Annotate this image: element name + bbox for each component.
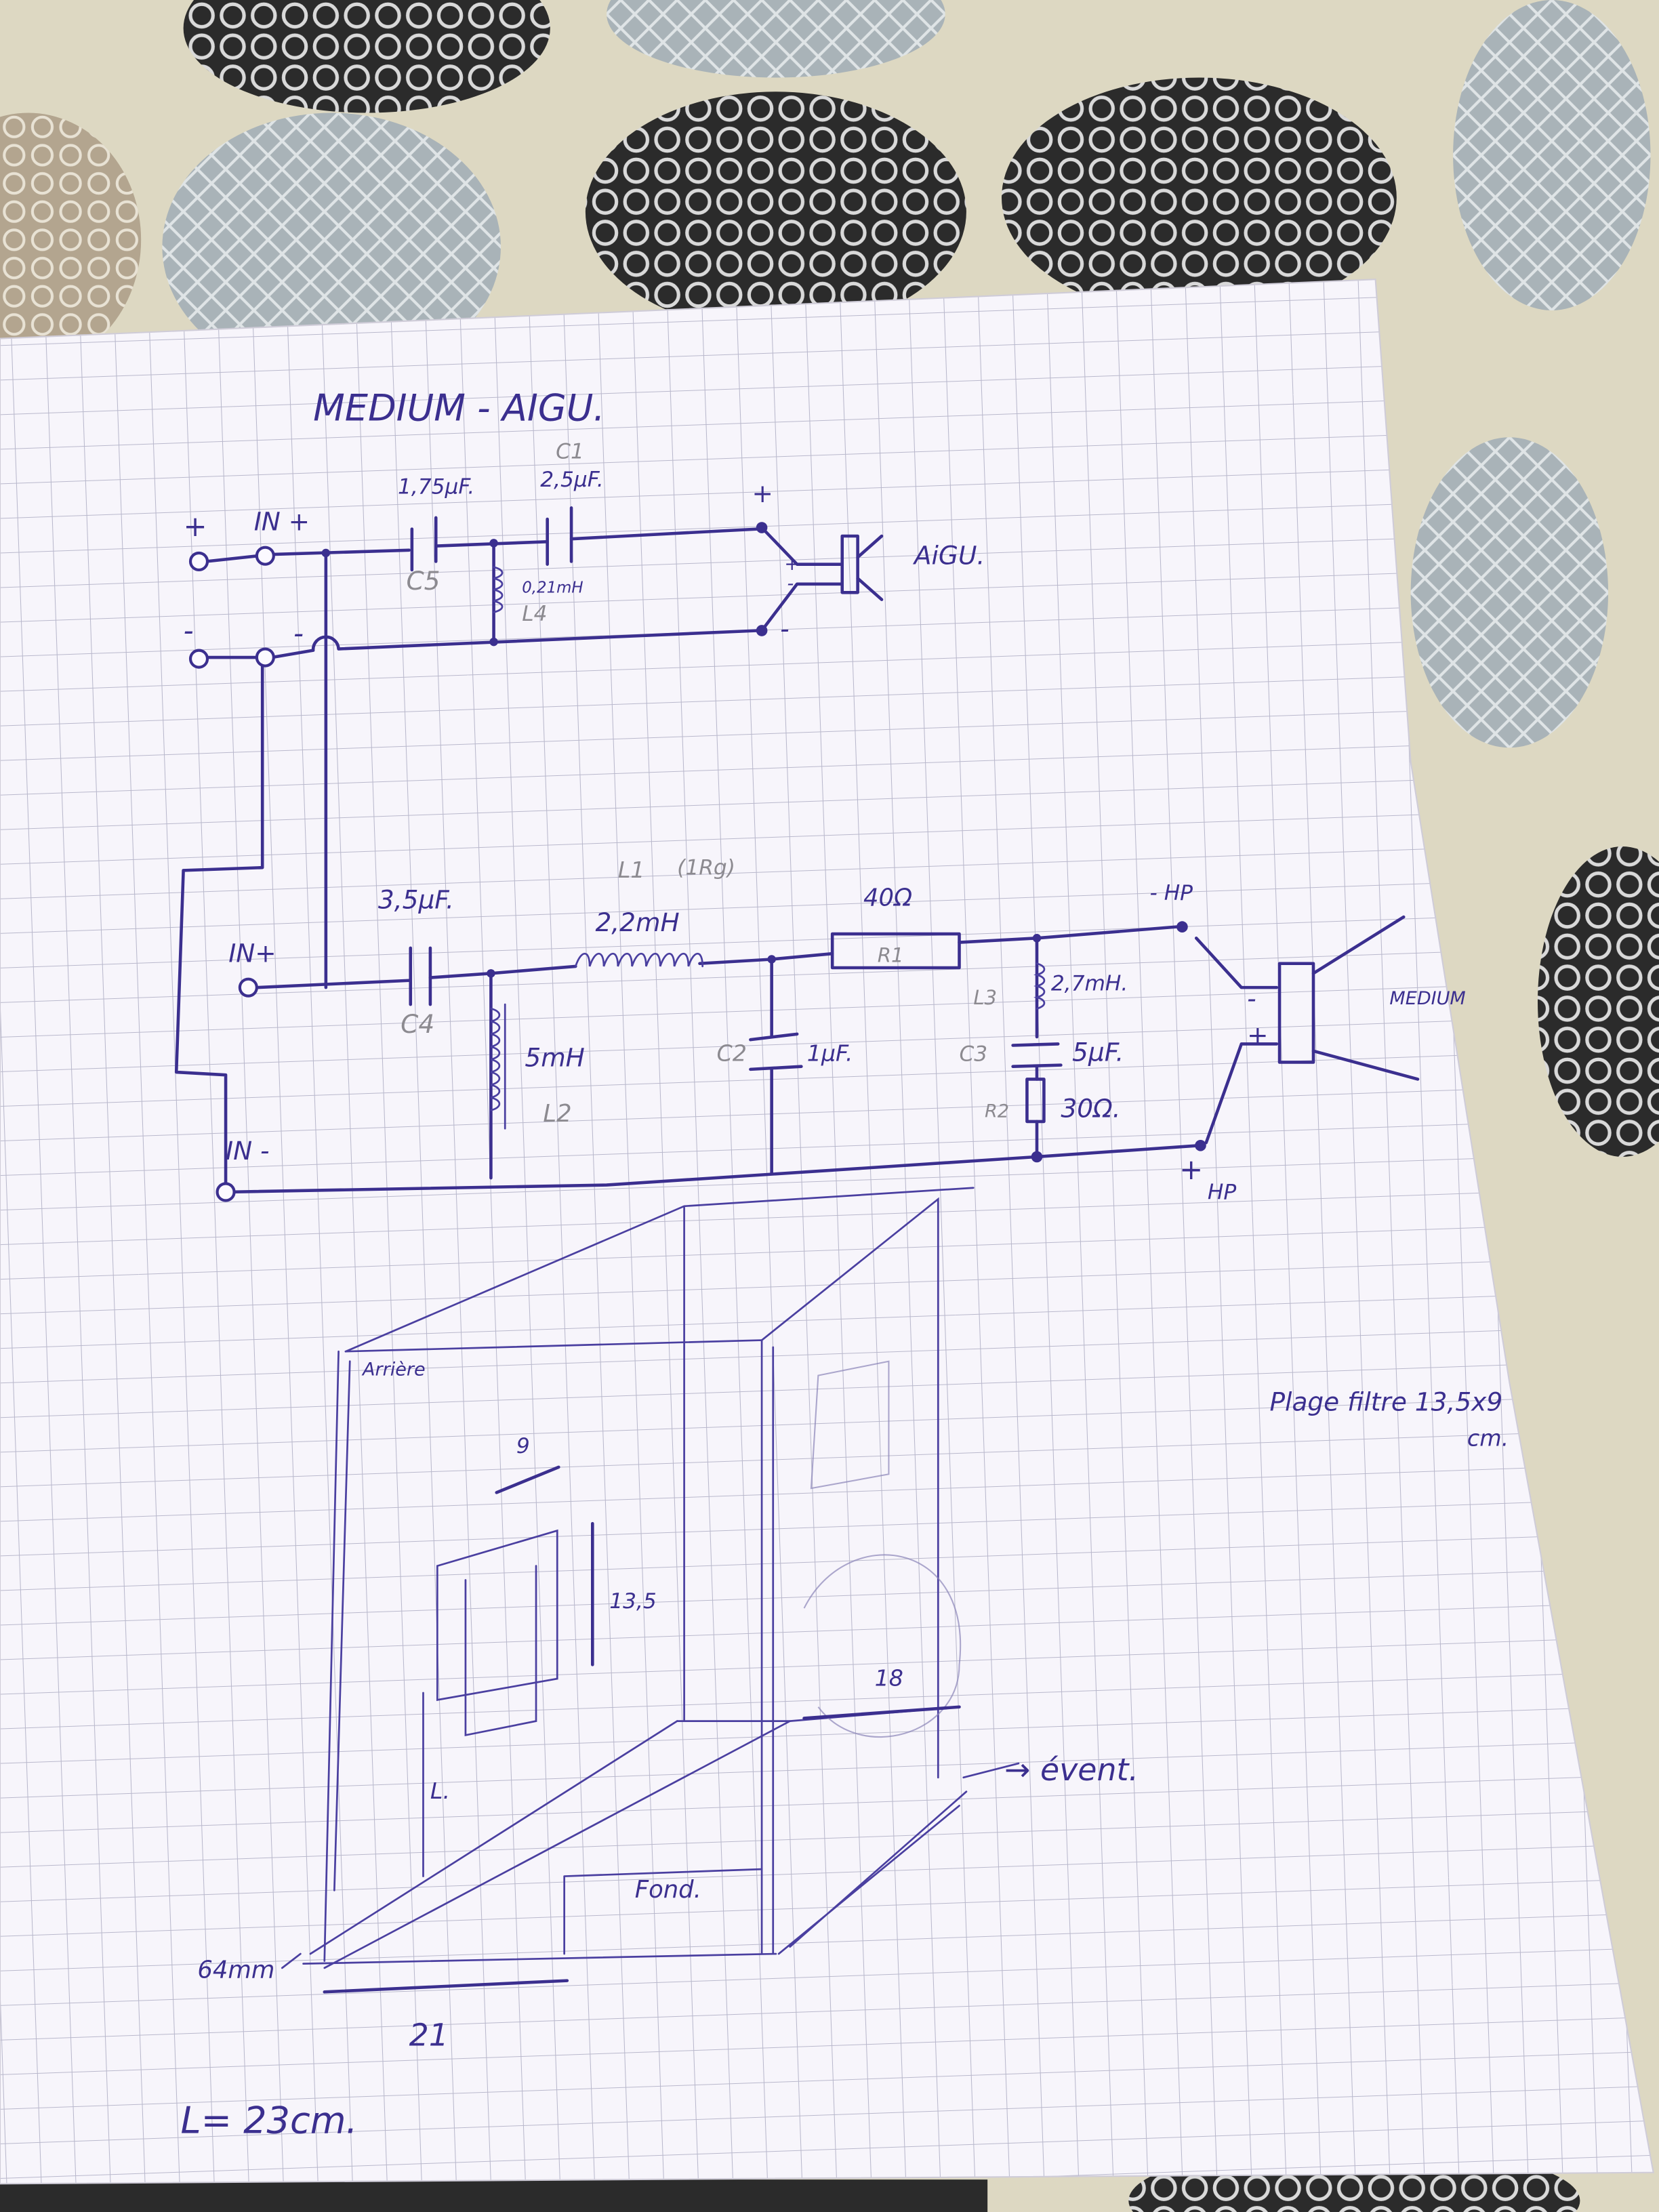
c4-label: C4 (401, 1009, 434, 1039)
input-terminal-minus (188, 649, 209, 669)
width-bottom-dim: 21 (409, 2016, 449, 2053)
medium-speaker-icon (1194, 915, 1420, 1145)
minus-label: - (184, 614, 194, 647)
speaker-plus-label: + (784, 554, 800, 575)
graph-paper-sheet (0, 279, 1654, 2185)
r2-value: 30Ω. (1061, 1094, 1120, 1124)
l2-label: L2 (543, 1100, 571, 1128)
vent-label: → évent. (1004, 1751, 1139, 1788)
c1-value: 2,5µF. (540, 468, 603, 492)
r2-label: R2 (985, 1101, 1009, 1122)
in-minus-label: IN - (226, 1136, 269, 1166)
tweeter-crossover-circuit: + IN + - - 1,75µF. C5 C1 2,5µF. 0,21mH L… (174, 440, 985, 1187)
tweeter-speaker-icon (840, 534, 884, 601)
width-top-dim: 9 (516, 1434, 530, 1458)
speaker-minus-label: - (787, 573, 794, 594)
out-minus-label: - (780, 614, 790, 644)
minus-label-2: - (293, 617, 304, 650)
speaker-minus-label: - (1247, 983, 1256, 1013)
in-plus-terminal (255, 546, 275, 566)
hp-plus-sign: + (1179, 1153, 1203, 1186)
input-terminal-plus (188, 551, 209, 572)
medium-label: MEDIUM (1389, 988, 1465, 1009)
l3-value: 2,7mH. (1051, 971, 1128, 996)
out-plus-label: + (752, 478, 773, 508)
c5-label: C5 (407, 566, 441, 596)
l2-value: 5mH (525, 1043, 584, 1073)
filter-plate-note: Plage filtre 13,5x9 (1269, 1387, 1502, 1417)
l1-label: L1 (618, 857, 645, 883)
plus-label: + (184, 510, 207, 543)
in-plus-label: IN + (254, 507, 310, 537)
rear-label: Arrière (361, 1359, 426, 1380)
diagram-title: MEDIUM - AIGU. (313, 386, 605, 429)
c3-label: C3 (960, 1042, 988, 1066)
c2-value: 1µF. (807, 1040, 853, 1066)
filter-plate-unit: cm. (1467, 1425, 1509, 1452)
depth-dim: 18 (875, 1665, 903, 1692)
length-note: L= 23cm. (180, 2099, 357, 2142)
l4-value: 0,21mH (522, 579, 583, 596)
hp-minus-label: - HP (1150, 881, 1193, 905)
medium-in-plus-terminal (238, 977, 258, 998)
c5-value: 1,75µF. (398, 475, 474, 499)
c1-label: C1 (556, 440, 584, 464)
height-dim: 13,5 (609, 1589, 657, 1614)
bottom-label: Fond. (635, 1876, 701, 1904)
r1-value: 40Ω (863, 884, 912, 912)
in-plus-label: IN+ (228, 939, 276, 968)
enclosure-sketch: Arrière 9 13,5 18 → évent. Fond. L. 64mm… (180, 1187, 1509, 2142)
in-minus-terminal (255, 647, 275, 668)
hp-plus-label: HP (1208, 1180, 1236, 1204)
tweeter-label: AiGU. (913, 541, 985, 571)
r1-label: R1 (878, 944, 904, 967)
l3-label: L3 (973, 986, 997, 1009)
thickness-label: 64mm (197, 1956, 274, 1984)
l-label: L. (430, 1778, 450, 1804)
c4-value: 3,5µF. (378, 885, 454, 915)
speaker-plus-label: + (1247, 1020, 1268, 1050)
c3-value: 5µF. (1072, 1037, 1124, 1067)
medium-crossover-circuit: IN+ IN - 3,5µF. C4 L1 (1Rg) 2,2mH 5mH L2… (216, 856, 1466, 1204)
medium-in-minus-terminal (216, 1182, 236, 1202)
l1-value: 2,2mH (595, 907, 679, 937)
c2-label: C2 (716, 1040, 746, 1066)
l4-label: L4 (522, 602, 547, 626)
l1-note: (1Rg) (677, 856, 735, 880)
